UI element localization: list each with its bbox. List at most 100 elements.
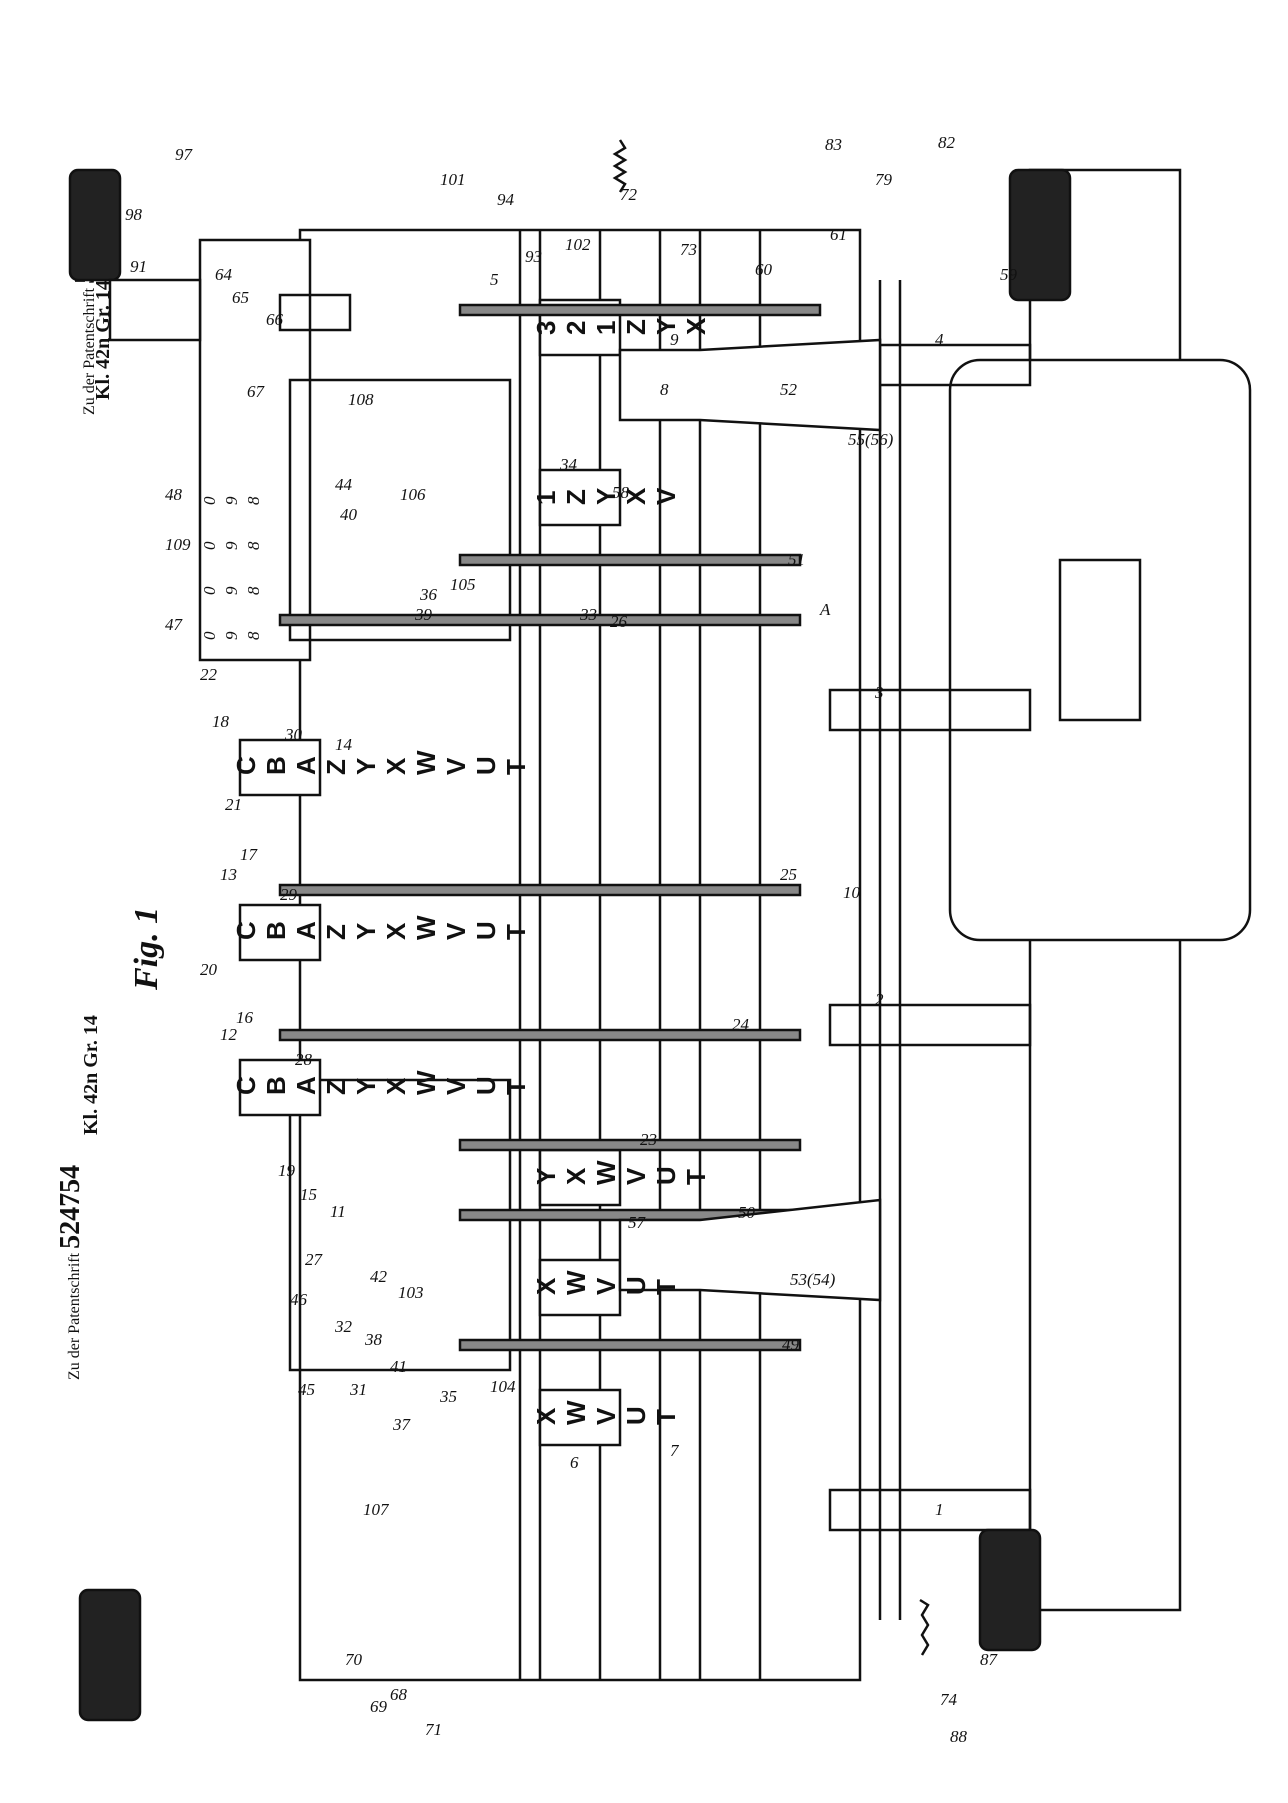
ref-6: 6 bbox=[570, 1453, 579, 1472]
ref-38: 38 bbox=[364, 1330, 383, 1349]
ref-8: 8 bbox=[660, 380, 669, 399]
ref-19: 19 bbox=[278, 1161, 296, 1180]
ref-22: 22 bbox=[200, 665, 218, 684]
ref-25: 25 bbox=[780, 865, 797, 884]
ref-37: 37 bbox=[392, 1415, 412, 1434]
wheel-letter: V bbox=[651, 487, 681, 505]
ref-57: 57 bbox=[628, 1213, 647, 1232]
ref-70: 70 bbox=[345, 1650, 363, 1669]
ref-74: 74 bbox=[940, 1690, 958, 1709]
ref-102: 102 bbox=[565, 235, 591, 254]
wheel-letter: Z bbox=[321, 759, 351, 775]
lever-53 bbox=[618, 1198, 882, 1302]
ref-68: 68 bbox=[390, 1685, 408, 1704]
ref-A: A bbox=[819, 600, 831, 619]
wheel-letter: Y bbox=[351, 1078, 381, 1095]
ref-88: 88 bbox=[950, 1727, 968, 1746]
ref-82: 82 bbox=[938, 133, 956, 152]
wheel-letter: U bbox=[471, 921, 501, 940]
ref-79: 79 bbox=[875, 170, 893, 189]
ref-39: 39 bbox=[414, 605, 433, 624]
ref-27: 27 bbox=[305, 1250, 324, 1269]
ref-64: 64 bbox=[215, 265, 233, 284]
ref-98: 98 bbox=[125, 205, 143, 224]
wheel-letter: T bbox=[651, 1409, 681, 1425]
wheel-letter: Y bbox=[591, 488, 621, 505]
ref-105: 105 bbox=[450, 575, 476, 594]
ref-24: 24 bbox=[732, 1015, 750, 1034]
ref-26: 26 bbox=[610, 612, 628, 631]
wheel-letter: W bbox=[591, 1160, 621, 1185]
ref-66: 66 bbox=[266, 310, 284, 329]
ref-55: 55(56) bbox=[848, 430, 894, 449]
counter-digit: 8 bbox=[244, 496, 263, 505]
shaft-97 bbox=[108, 278, 202, 342]
ref-13: 13 bbox=[220, 865, 237, 884]
knob-82 bbox=[1008, 168, 1072, 302]
ref-14: 14 bbox=[335, 735, 353, 754]
counter-digit: 9 bbox=[222, 496, 241, 505]
ref-108: 108 bbox=[348, 390, 374, 409]
ref-34: 34 bbox=[559, 455, 578, 474]
wheel-letter: A bbox=[291, 1076, 321, 1095]
wheel-letter: A bbox=[291, 921, 321, 940]
ref-33: 33 bbox=[579, 605, 597, 624]
counter-digit: 8 bbox=[244, 631, 263, 640]
ref-15: 15 bbox=[300, 1185, 317, 1204]
counter-digit: 9 bbox=[222, 541, 241, 550]
wheel-letter: 3 bbox=[531, 321, 561, 335]
ref-44: 44 bbox=[335, 475, 353, 494]
housing-39 bbox=[288, 378, 512, 642]
ref-94: 94 bbox=[497, 190, 515, 209]
lever-55 bbox=[618, 338, 882, 432]
ref-16: 16 bbox=[236, 1008, 254, 1027]
wheel-letter: B bbox=[261, 1076, 291, 1095]
wheel-letter: X bbox=[621, 487, 651, 505]
wheel-letter: X bbox=[681, 317, 711, 335]
type-wheel-30 bbox=[238, 738, 322, 797]
counter-digit: 8 bbox=[244, 586, 263, 595]
wheel-letter: X bbox=[531, 1407, 561, 1425]
gear-23 bbox=[458, 1138, 802, 1152]
ref-41: 41 bbox=[390, 1357, 407, 1376]
type-wheel-29 bbox=[238, 903, 322, 962]
wheel-letter: X bbox=[381, 922, 411, 940]
ref-17: 17 bbox=[240, 845, 259, 864]
wheel-letter: X bbox=[561, 1167, 591, 1185]
wheel-letter: U bbox=[471, 1076, 501, 1095]
ref-72: 72 bbox=[620, 185, 638, 204]
wheel-letter: Y bbox=[351, 758, 381, 775]
member-2 bbox=[828, 1003, 1032, 1047]
wheel-letter: W bbox=[411, 1070, 441, 1095]
wheel-letter: U bbox=[471, 756, 501, 775]
ref-45: 45 bbox=[298, 1380, 315, 1399]
knob-88 bbox=[78, 1588, 142, 1722]
ref-109: 109 bbox=[165, 535, 191, 554]
wheel-letter: V bbox=[441, 757, 471, 775]
ref-5: 5 bbox=[490, 270, 499, 289]
ref-4: 4 bbox=[935, 330, 944, 349]
ref-28: 28 bbox=[295, 1050, 313, 1069]
wheel-letter: X bbox=[381, 1077, 411, 1095]
ref-9: 9 bbox=[670, 330, 679, 349]
ref-11: 11 bbox=[330, 1202, 346, 1221]
counter-digit: 0 bbox=[200, 631, 219, 640]
type-wheel-33 bbox=[538, 468, 622, 527]
ref-46: 46 bbox=[290, 1290, 308, 1309]
wheel-letter: W bbox=[561, 1270, 591, 1295]
ref-69: 69 bbox=[370, 1697, 388, 1716]
ref-29: 29 bbox=[280, 885, 298, 904]
wheel-letter: C bbox=[231, 921, 261, 940]
bracket-3 bbox=[1058, 558, 1142, 722]
ref-7: 7 bbox=[670, 1441, 680, 1460]
ref-3: 3 bbox=[874, 683, 884, 702]
ref-35: 35 bbox=[439, 1387, 457, 1406]
ref-1: 1 bbox=[935, 1500, 944, 1519]
wheel-letter: B bbox=[261, 756, 291, 775]
housing-37 bbox=[288, 1078, 512, 1372]
ref-48: 48 bbox=[165, 485, 183, 504]
member-3 bbox=[828, 688, 1032, 732]
wheel-letter: V bbox=[591, 1407, 621, 1425]
gear-24 bbox=[278, 1028, 802, 1042]
